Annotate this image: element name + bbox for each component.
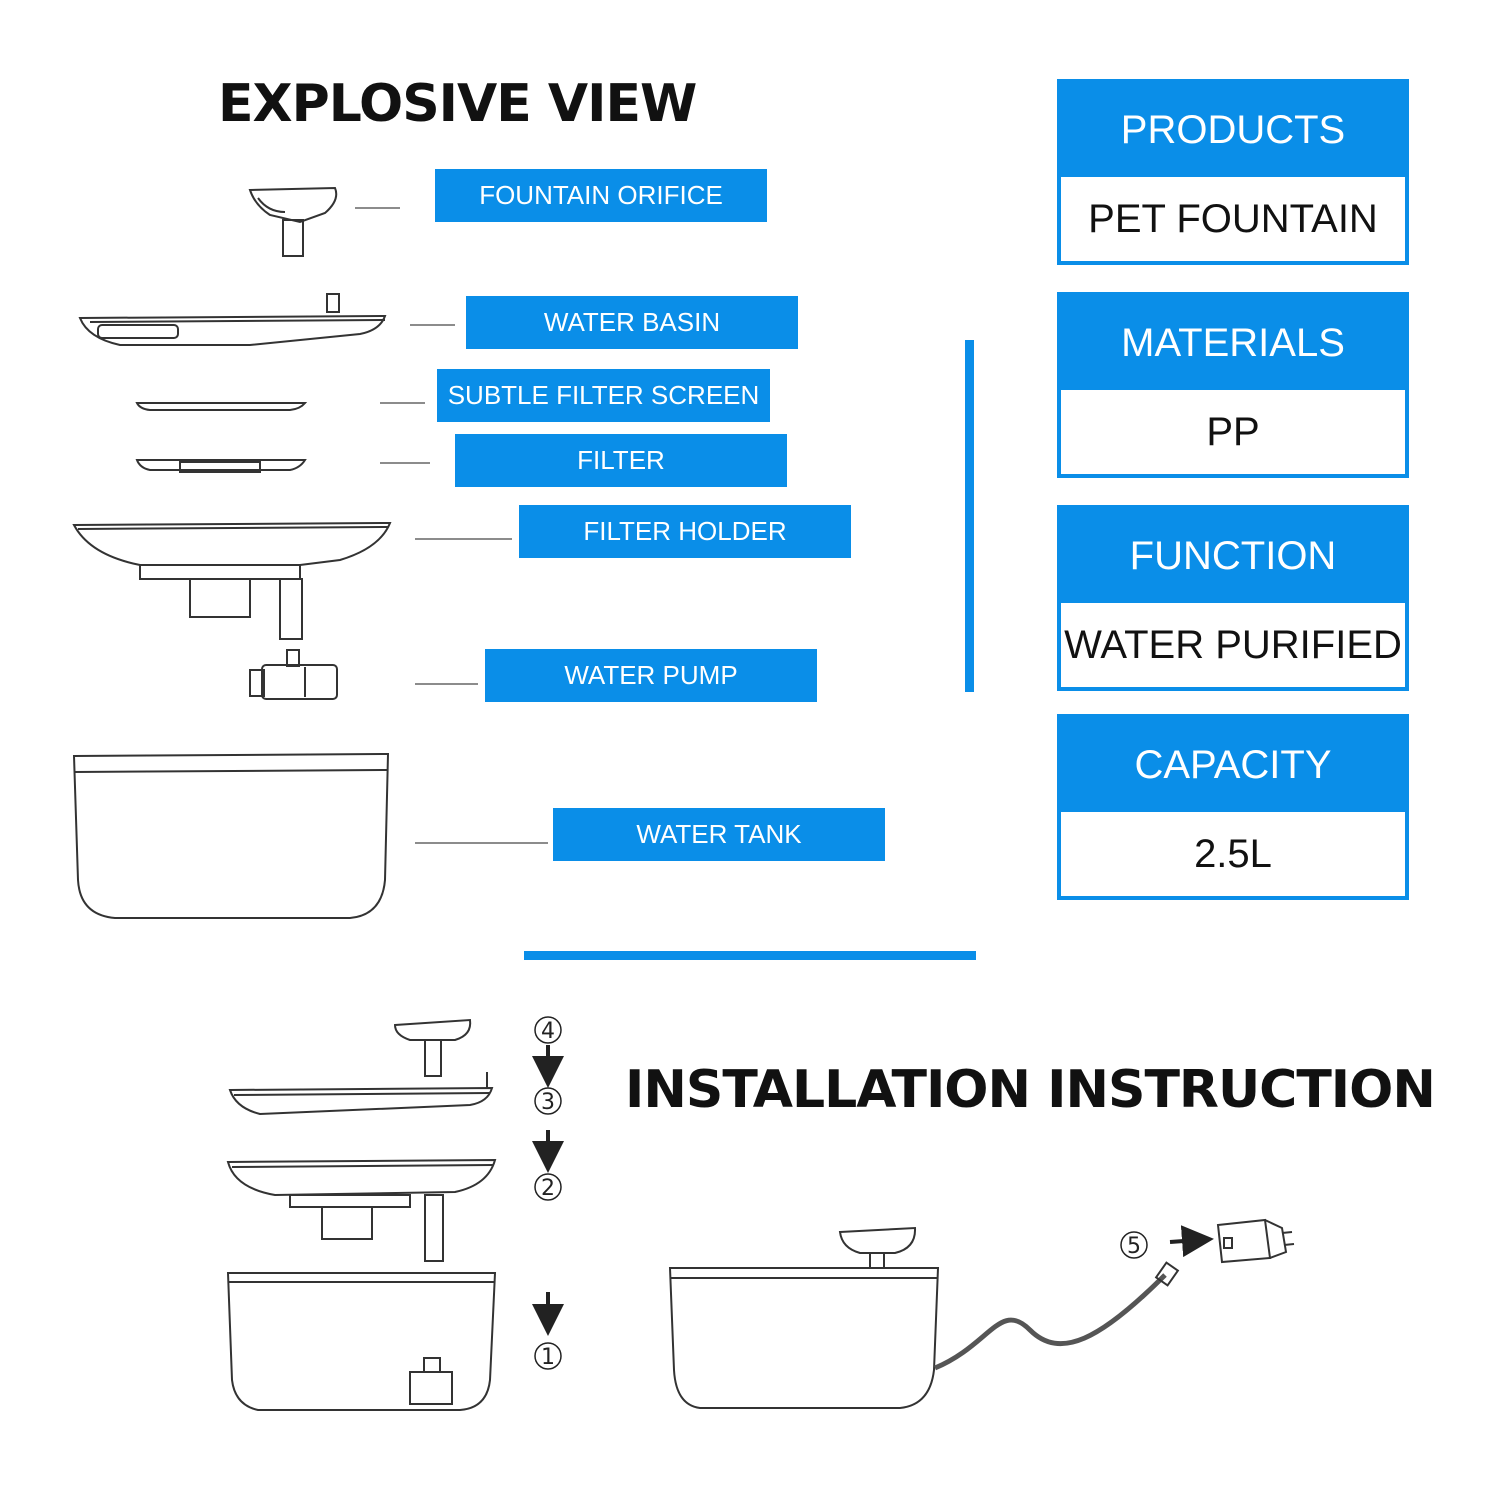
step-3-circle [534,1087,562,1115]
spec-box-products: PRODUCTS PET FOUNTAIN [1057,79,1409,265]
leader-lines [355,207,548,844]
spec-label: MATERIALS [1061,296,1405,390]
fountain-orifice-drawing [248,186,338,257]
assembled-fountain-drawing [668,1226,1180,1409]
spec-box-materials: MATERIALS PP [1057,292,1409,478]
step-arrows [532,1045,1214,1336]
part-label-water-pump: WATER PUMP [485,649,817,702]
water-pump-drawing [249,649,338,700]
spec-label: PRODUCTS [1061,83,1405,177]
horizontal-divider [524,951,976,960]
spec-value: PET FOUNTAIN [1088,196,1378,241]
step-2-circle [534,1173,562,1201]
install-tank-drawing [226,1272,497,1411]
spec-value: 2.5L [1194,831,1272,876]
spec-value: WATER PURIFIED [1064,622,1402,667]
install-basin-drawing [228,1072,494,1116]
step-4-circle [534,1016,562,1044]
part-label-water-tank: WATER TANK [553,808,885,861]
spec-box-capacity: CAPACITY 2.5L [1057,714,1409,900]
explosive-view-title: EXPLOSIVE VIEW [218,74,697,134]
power-adapter-drawing [1216,1218,1295,1264]
install-filter-holder-drawing [226,1158,497,1262]
step-5-circle [1120,1231,1148,1259]
vertical-divider [965,340,974,692]
part-label-filter: FILTER [455,434,787,487]
step-3-number: 3 [541,1090,555,1115]
step-1-number: 1 [541,1345,555,1370]
installation-instruction-title: INSTALLATION INSTRUCTION [625,1060,1436,1120]
step-4-number: 4 [541,1019,555,1044]
spec-value: PP [1206,409,1260,454]
part-label-filter-holder: FILTER HOLDER [519,505,851,558]
part-label-water-basin: WATER BASIN [466,296,798,349]
water-basin-drawing [78,293,387,346]
water-tank-drawing [72,752,390,919]
part-label-fountain-orifice: FOUNTAIN ORIFICE [435,169,767,222]
filter-screen-drawing [135,402,308,411]
spec-label: CAPACITY [1061,718,1405,812]
spec-box-function: FUNCTION WATER PURIFIED [1057,505,1409,691]
spec-label: FUNCTION [1061,509,1405,603]
step-1-circle [534,1342,562,1370]
filter-holder-drawing [72,521,392,640]
step-2-number: 2 [541,1176,555,1201]
step-5-number: 5 [1127,1234,1141,1259]
part-label-subtle-filter-screen: SUBTLE FILTER SCREEN [437,369,770,422]
filter-drawing [135,459,307,473]
install-orifice-drawing [393,1018,472,1077]
